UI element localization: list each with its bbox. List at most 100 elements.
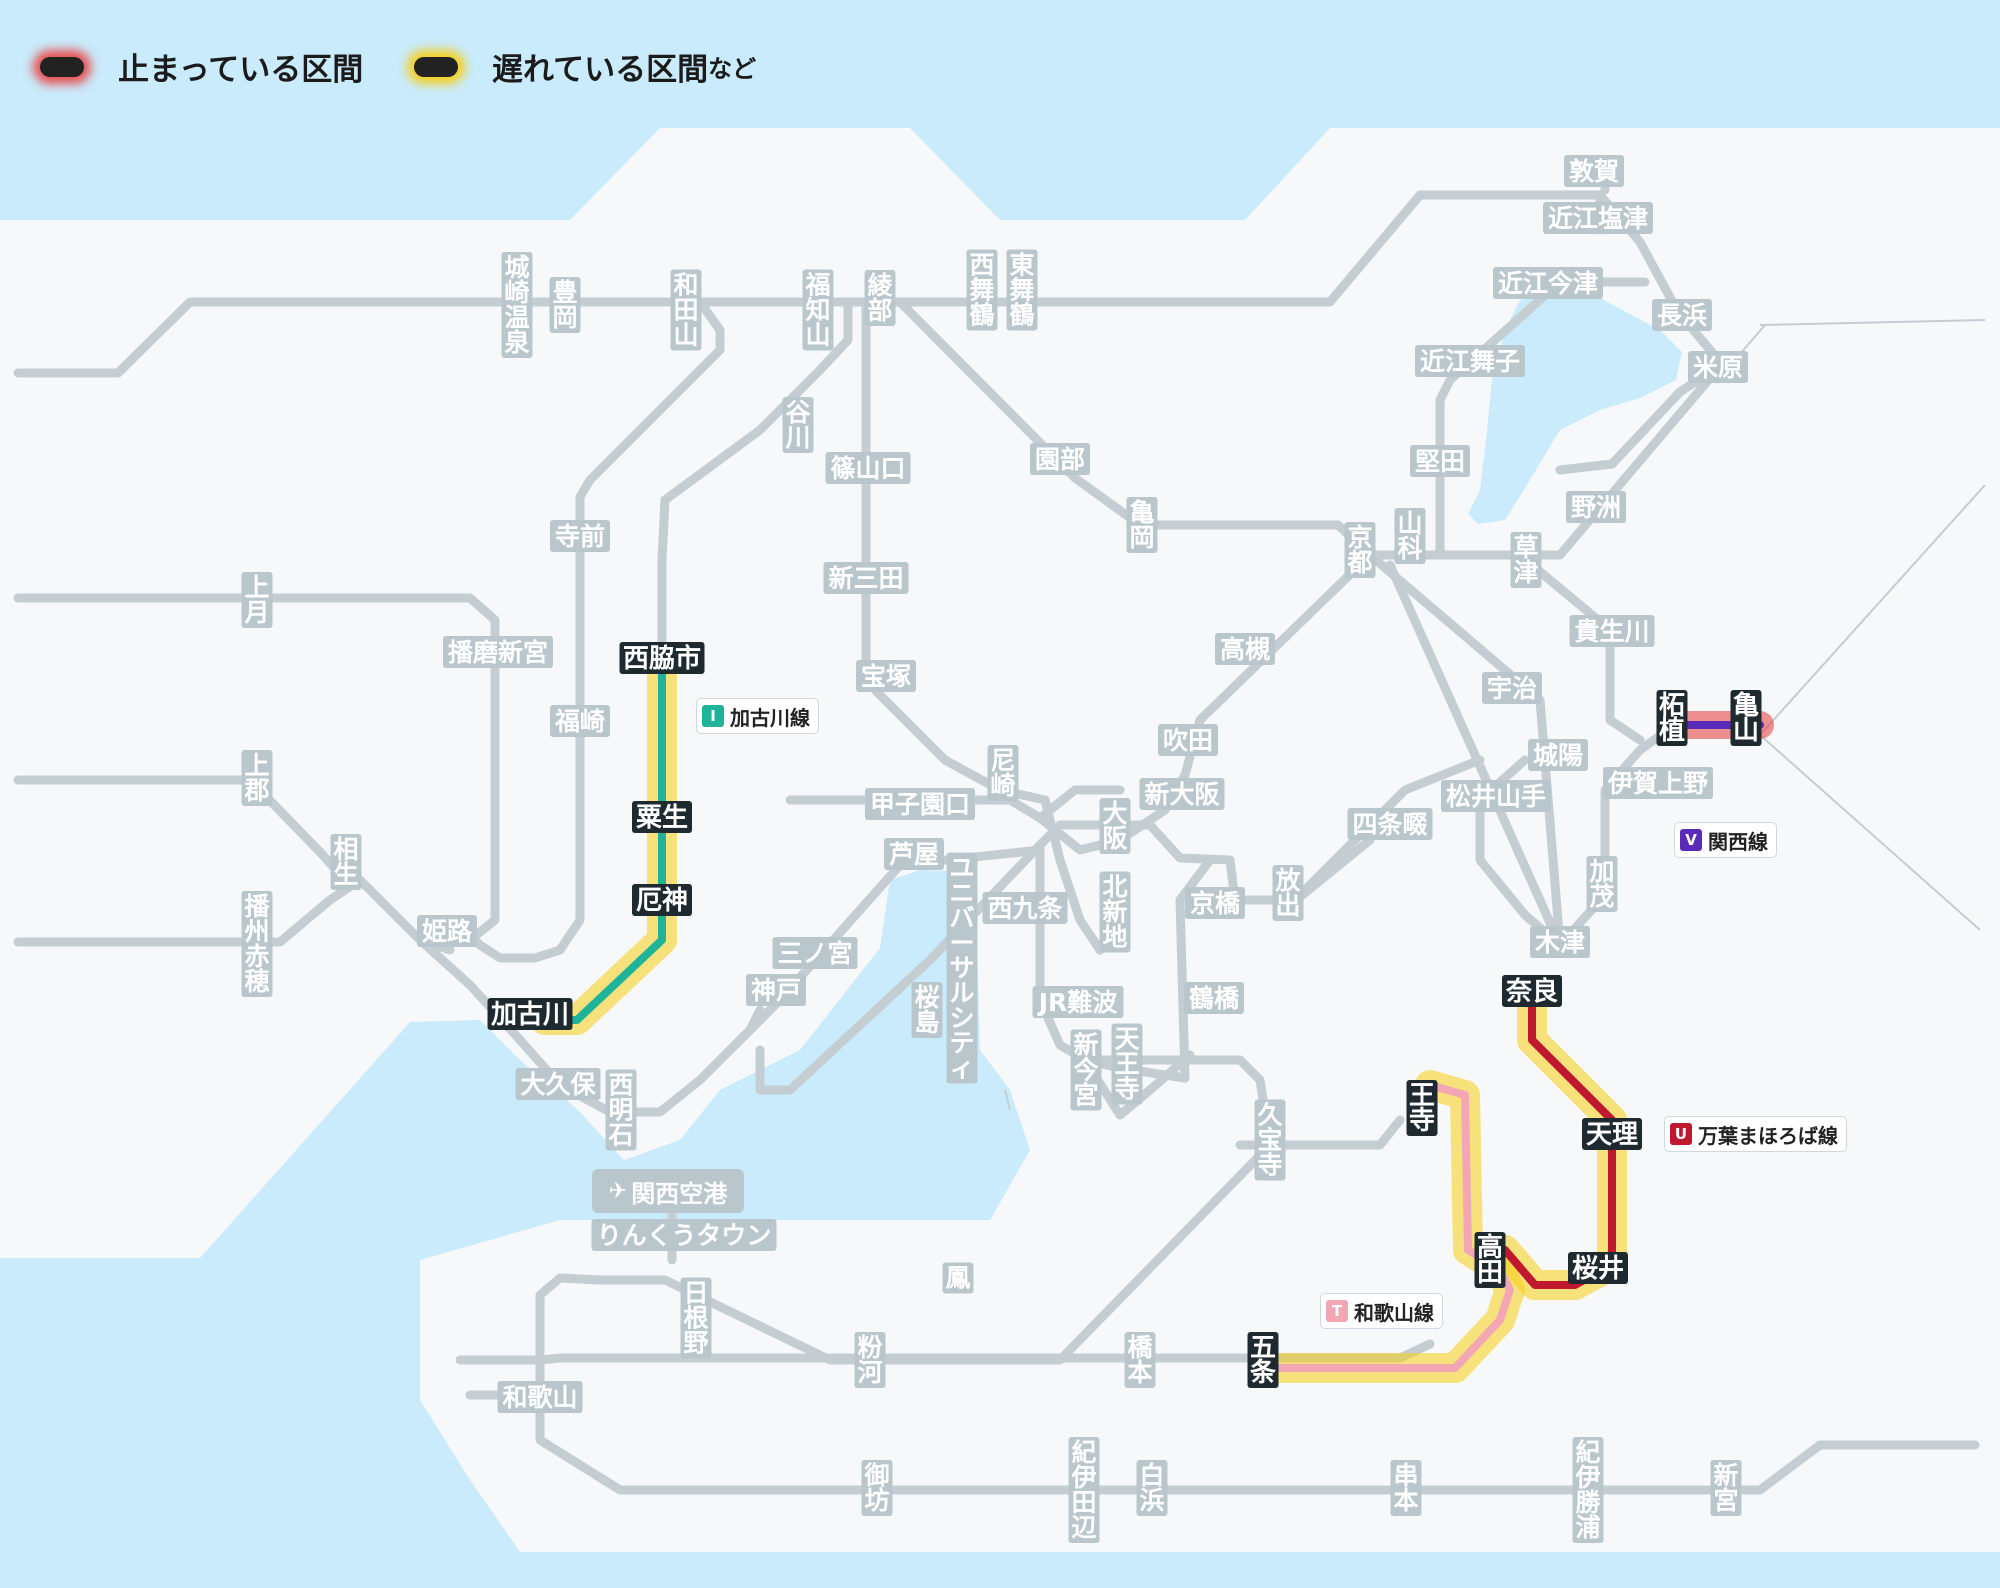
station-tsuruga[interactable]: 敦賀 [1564, 155, 1624, 187]
station-amagasaki[interactable]: 尼崎 [987, 745, 1019, 801]
station-label-char: ユ [949, 854, 974, 883]
station-koshienguchi[interactable]: 甲子園口 [865, 788, 975, 820]
station-nishi-maizuru[interactable]: 西舞鶴 [966, 249, 998, 331]
station-label: 伊賀上野 [1607, 769, 1708, 798]
station-tenri[interactable]: 天理 [1582, 1118, 1642, 1150]
station-nara[interactable]: 奈良 [1502, 975, 1562, 1007]
station-wakayama[interactable]: 和歌山 [497, 1381, 583, 1413]
station-label-char: 播 [244, 892, 270, 921]
station-shin-osaka[interactable]: 新大阪 [1139, 778, 1225, 810]
station-teramae[interactable]: 寺前 [550, 520, 610, 552]
station-higashi-maizuru[interactable]: 東舞鶴 [1006, 249, 1038, 331]
station-toyooka[interactable]: 豊岡 [549, 277, 581, 333]
station-label-bg [1502, 975, 1562, 1007]
station-iga-ueno[interactable]: 伊賀上野 [1603, 767, 1713, 799]
station-sakurajima[interactable]: 桜島 [911, 982, 943, 1038]
station-label-bg [417, 915, 477, 947]
station-sasayamaguchi[interactable]: 篠山口 [825, 452, 911, 484]
station-takatsuki[interactable]: 高槻 [1215, 633, 1275, 665]
station-awaju[interactable]: 粟生 [632, 801, 692, 833]
station-wadayama[interactable]: 和田山 [670, 269, 702, 351]
station-hanaten[interactable]: 放出 [1272, 865, 1304, 921]
station-matsuiyamate[interactable]: 松井山手 [1441, 780, 1551, 812]
station-fukuchiyama[interactable]: 福知山 [802, 269, 834, 351]
station-tsuge[interactable]: 柘植 [1656, 690, 1688, 746]
airport-label: 関西空港 [631, 1179, 728, 1208]
station-label-char: 大 [1102, 799, 1127, 828]
station-sannomiya[interactable]: 三ノ宮 [772, 937, 858, 969]
station-kitashinchi[interactable]: 北新地 [1099, 871, 1131, 953]
station-omi-maiko[interactable]: 近江舞子 [1415, 345, 1525, 377]
station-shijonawate[interactable]: 四条畷 [1347, 808, 1433, 840]
station-kameyama[interactable]: 亀山 [1730, 690, 1762, 746]
station-kozuki[interactable]: 上月 [241, 572, 273, 628]
station-takada[interactable]: 高田 [1474, 1232, 1506, 1288]
line-badge-manyo[interactable]: U 万葉まほろば線 [1664, 1116, 1847, 1152]
line-badge-wakayama[interactable]: T 和歌山線 [1320, 1293, 1443, 1329]
station-otori[interactable]: 鳳 [942, 1262, 974, 1294]
station-nagahama[interactable]: 長浜 [1652, 299, 1712, 331]
station-label-char: 都 [1346, 548, 1372, 577]
station-okubo[interactable]: 大久保 [515, 1068, 601, 1100]
station-harima-shingu[interactable]: 播磨新宮 [443, 636, 553, 668]
station-jr-namba[interactable]: JR難波 [1032, 986, 1124, 1018]
station-kamo[interactable]: 加茂 [1586, 856, 1618, 912]
station-uji[interactable]: 宇治 [1482, 672, 1542, 704]
station-omi-shiotsu[interactable]: 近江塩津 [1543, 202, 1653, 234]
station-yamashina[interactable]: 山科 [1394, 508, 1426, 564]
station-fukusaki[interactable]: 福崎 [550, 705, 610, 737]
station-ayabe[interactable]: 綾部 [864, 270, 896, 326]
station-himeji[interactable]: 姫路 [417, 915, 477, 947]
station-shin-sanda[interactable]: 新三田 [823, 562, 909, 594]
station-gobo[interactable]: 御坊 [861, 1460, 893, 1516]
station-gojo[interactable]: 五条 [1247, 1332, 1279, 1388]
station-yasu[interactable]: 野洲 [1566, 491, 1626, 523]
station-omi-imazu[interactable]: 近江今津 [1493, 267, 1603, 299]
station-yakujin[interactable]: 厄神 [632, 884, 692, 916]
station-kyuhoji[interactable]: 久宝寺 [1254, 1099, 1286, 1181]
station-ashiya[interactable]: 芦屋 [884, 838, 944, 870]
station-suita[interactable]: 吹田 [1158, 724, 1218, 756]
station-nishikujo[interactable]: 西九条 [982, 892, 1068, 924]
station-aioi[interactable]: 相生 [330, 834, 362, 890]
station-hine[interactable]: 日根野 [680, 1277, 712, 1359]
station-kamigori[interactable]: 上郡 [241, 750, 273, 806]
station-kobe[interactable]: 神戸 [746, 974, 806, 1006]
station-takarazuka[interactable]: 宝塚 [856, 660, 916, 692]
station-kameoka[interactable]: 亀岡 [1126, 497, 1158, 553]
station-sakurai[interactable]: 桜井 [1568, 1252, 1628, 1284]
station-maibara[interactable]: 米原 [1688, 351, 1748, 383]
station-osaka[interactable]: 大阪 [1099, 798, 1131, 854]
station-kushimoto[interactable]: 串本 [1390, 1460, 1422, 1516]
station-tsuruhashi[interactable]: 鶴橋 [1184, 982, 1244, 1014]
station-kyoto[interactable]: 京都 [1344, 522, 1376, 578]
station-nishiwaki[interactable]: 西脇市 [619, 642, 705, 674]
station-katata[interactable]: 堅田 [1410, 445, 1470, 477]
station-shin-imamiya[interactable]: 新今宮 [1070, 1029, 1102, 1111]
station-hashimoto[interactable]: 橋本 [1124, 1332, 1156, 1388]
station-kizu[interactable]: 木津 [1530, 926, 1590, 958]
line-badge-kakogawa[interactable]: I 加古川線 [696, 698, 819, 734]
station-shingu[interactable]: 新宮 [1710, 1460, 1742, 1516]
station-joyo[interactable]: 城陽 [1528, 739, 1588, 771]
station-kokawa[interactable]: 粉河 [854, 1332, 886, 1388]
station-rinku[interactable]: りんくうタウン [591, 1219, 777, 1251]
station-shirahama[interactable]: 白浜 [1136, 1460, 1168, 1516]
station-kakogawa[interactable]: 加古川 [487, 998, 573, 1030]
station-tennoji[interactable]: 天王寺 [1111, 1023, 1143, 1105]
station-kusatsu[interactable]: 草津 [1510, 532, 1542, 588]
station-kibukawa[interactable]: 貴生川 [1569, 615, 1655, 647]
airport-kansai[interactable]: ✈ 関西空港 [592, 1169, 744, 1213]
station-sonobe[interactable]: 園部 [1030, 443, 1090, 475]
station-label-bg [1070, 1029, 1102, 1111]
station-tanikawa[interactable]: 谷川 [782, 397, 814, 453]
station-nishi-akashi[interactable]: 西明石 [605, 1069, 637, 1151]
station-kyobashi[interactable]: 京橋 [1185, 887, 1245, 919]
station-oji[interactable]: 王寺 [1406, 1080, 1438, 1136]
line-badge-kansai[interactable]: V 関西線 [1674, 822, 1777, 858]
